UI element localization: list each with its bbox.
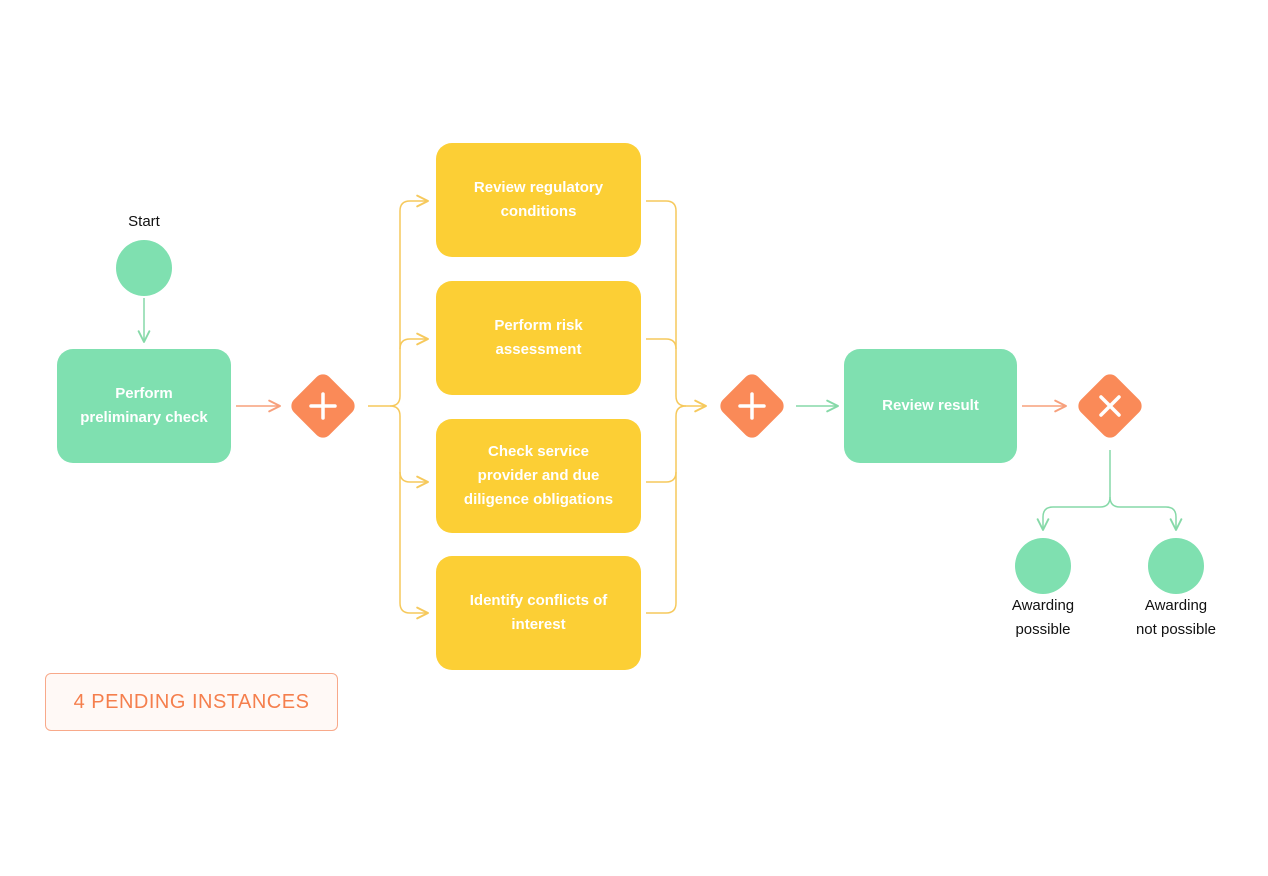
- pending-instances-label: 4 PENDING INSTANCES: [73, 690, 310, 713]
- task-label-line: preliminary check: [80, 409, 208, 426]
- task-label-line: provider and due: [477, 467, 600, 484]
- start-label: Start: [128, 213, 160, 230]
- task-review-regulatory-conditions[interactable]: Review regulatory conditions: [436, 143, 641, 257]
- task-check-service-provider[interactable]: Check service provider and due diligence…: [436, 419, 641, 533]
- task-label-line: Perform: [115, 385, 173, 402]
- task-perform-risk-assessment[interactable]: Perform risk assessment: [436, 281, 641, 395]
- task-review-result[interactable]: Review result: [844, 349, 1017, 463]
- task-perform-preliminary-check[interactable]: Perform preliminary check: [57, 349, 231, 463]
- task-label-line: Identify conflicts of: [469, 592, 608, 609]
- join-flows: [646, 200, 707, 614]
- parallel-split-gateway[interactable]: [288, 371, 359, 442]
- end-label-line: Awarding: [1144, 597, 1208, 614]
- end-event-not-possible-circle[interactable]: [1148, 538, 1204, 594]
- plus-icon: [309, 392, 337, 420]
- task-label: Review result: [882, 397, 979, 414]
- plus-icon: [738, 392, 766, 420]
- task-label-line: diligence obligations: [463, 491, 614, 508]
- task-identify-conflicts-of-interest[interactable]: Identify conflicts of interest: [436, 556, 641, 670]
- end-label-line: possible: [1015, 621, 1071, 638]
- task-label-line: Check service: [488, 443, 589, 460]
- end-label-awarding-possible: Awarding possible: [988, 594, 1098, 642]
- task-label-line: Perform risk: [494, 317, 583, 334]
- end-label-line: Awarding: [1011, 597, 1075, 614]
- task-label-line: assessment: [495, 341, 582, 358]
- task-label-line: conditions: [500, 203, 577, 220]
- split-flows: [368, 194, 429, 620]
- decision-flows: [1036, 450, 1183, 531]
- start-event-circle[interactable]: [116, 240, 172, 296]
- pending-instances-badge[interactable]: 4 PENDING INSTANCES: [45, 673, 338, 731]
- task-label-line: interest: [511, 616, 566, 633]
- end-label-awarding-not-possible: Awarding not possible: [1116, 594, 1236, 642]
- exclusive-decision-gateway[interactable]: [1075, 371, 1146, 442]
- cross-icon: [1099, 395, 1121, 417]
- task-label-line: Review regulatory: [473, 179, 604, 196]
- end-label-line: not possible: [1135, 621, 1217, 638]
- parallel-join-gateway[interactable]: [717, 371, 788, 442]
- end-event-possible-circle[interactable]: [1015, 538, 1071, 594]
